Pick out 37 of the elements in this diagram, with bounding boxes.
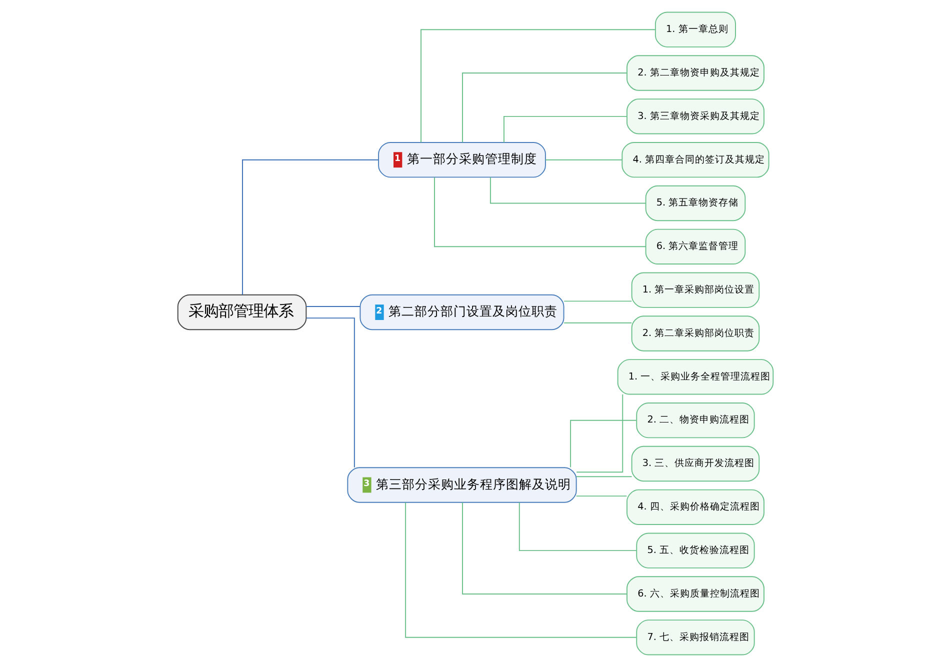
connector (518, 502, 637, 552)
node-box: 2. 二、物资申购流程图 (636, 402, 754, 438)
connector (570, 420, 636, 468)
node-box: 3. 三、供应商开发流程图 (630, 446, 760, 482)
connector (305, 318, 354, 468)
connector (563, 300, 632, 302)
connector (404, 502, 636, 638)
connector (544, 159, 622, 160)
connector (242, 159, 378, 296)
node-box: 采购部管理体系 (176, 294, 306, 330)
connector (434, 176, 646, 248)
connector (305, 306, 360, 307)
connector (502, 116, 627, 143)
node-box: 7. 七、采购报销流程图 (636, 620, 754, 656)
node-box: 5. 五、收货检验流程图 (636, 532, 754, 568)
node-box: 1. 一、采购业务全程管理流程图 (616, 359, 774, 395)
connector (462, 502, 627, 594)
node-box: 1. 第一章总则 (654, 12, 736, 48)
connector (489, 176, 646, 204)
node-box: 4. 第四章合同的签订及其规定 (621, 142, 769, 178)
node-box: 2. 第二章物资申购及其规定 (626, 55, 764, 91)
node-box: 1 第一部分采购管理制度 (378, 142, 546, 178)
connector (462, 72, 627, 143)
node-box: 6. 六、采购质量控制流程图 (626, 576, 764, 612)
node-box: 1. 第一章采购部岗位设置 (630, 272, 760, 308)
connector (563, 322, 632, 324)
node-box: 4. 四、采购价格确定流程图 (626, 489, 764, 526)
node-box: 3 第三部分采购业务程序图解及说明 (346, 467, 576, 503)
node-box: 5. 第五章物资存储 (644, 185, 746, 222)
node-box: 2 第二部分部门设置及岗位职责 (359, 294, 564, 330)
connector (576, 394, 623, 473)
connector (575, 496, 627, 497)
connector (420, 29, 656, 143)
node-box: 2. 第二章采购部岗位职责 (630, 316, 760, 352)
node-box: 3. 第三章物资采购及其规定 (626, 98, 764, 134)
node-box: 6. 第六章监督管理 (644, 228, 746, 265)
connector (575, 476, 632, 478)
